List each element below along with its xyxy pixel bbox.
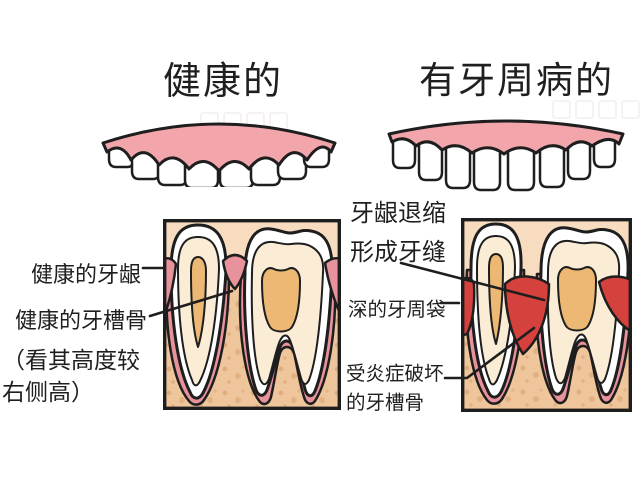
label-destroyed-bone-line2: 的牙槽骨 bbox=[346, 391, 425, 414]
pulp-chamber bbox=[557, 266, 597, 332]
gum-edge bbox=[323, 256, 341, 317]
label-deep-pocket: 深的牙周袋 bbox=[348, 298, 446, 321]
diseased-cross-section bbox=[461, 218, 632, 412]
label-healthy-gums: 健康的牙龈 bbox=[30, 263, 141, 288]
pulp-chamber bbox=[261, 267, 301, 333]
panel-border bbox=[461, 218, 632, 412]
healthy-panel-title: 健康的 bbox=[163, 59, 284, 103]
label-destroyed-bone-line1: 受炎症破坏 bbox=[346, 362, 444, 385]
label-gum-recession-line2: 形成牙缝 bbox=[350, 238, 446, 266]
healthy-smile-illustration bbox=[101, 122, 337, 187]
diseased-smile-illustration bbox=[387, 119, 625, 192]
diseased-panel-title: 有牙周病的 bbox=[419, 59, 614, 102]
label-healthy-bone-2: （看其高度较 bbox=[2, 348, 140, 374]
watermark bbox=[552, 100, 640, 119]
healthy-gums bbox=[101, 122, 337, 173]
receded-gums bbox=[387, 119, 625, 156]
label-healthy-bone-3: 右侧高） bbox=[2, 380, 94, 406]
label-healthy-bone-1: 健康的牙槽骨 bbox=[15, 309, 148, 334]
healthy-cross-section bbox=[163, 219, 341, 410]
inflamed-pocket bbox=[597, 275, 632, 334]
label-destroyed-bone: 受炎症破坏 的牙槽骨 bbox=[346, 359, 444, 417]
label-gum-recession-line1: 牙龈退缩 bbox=[350, 199, 446, 227]
label-gum-recession: 牙龈退缩 形成牙缝 bbox=[350, 194, 446, 272]
gum-papilla bbox=[221, 253, 249, 291]
